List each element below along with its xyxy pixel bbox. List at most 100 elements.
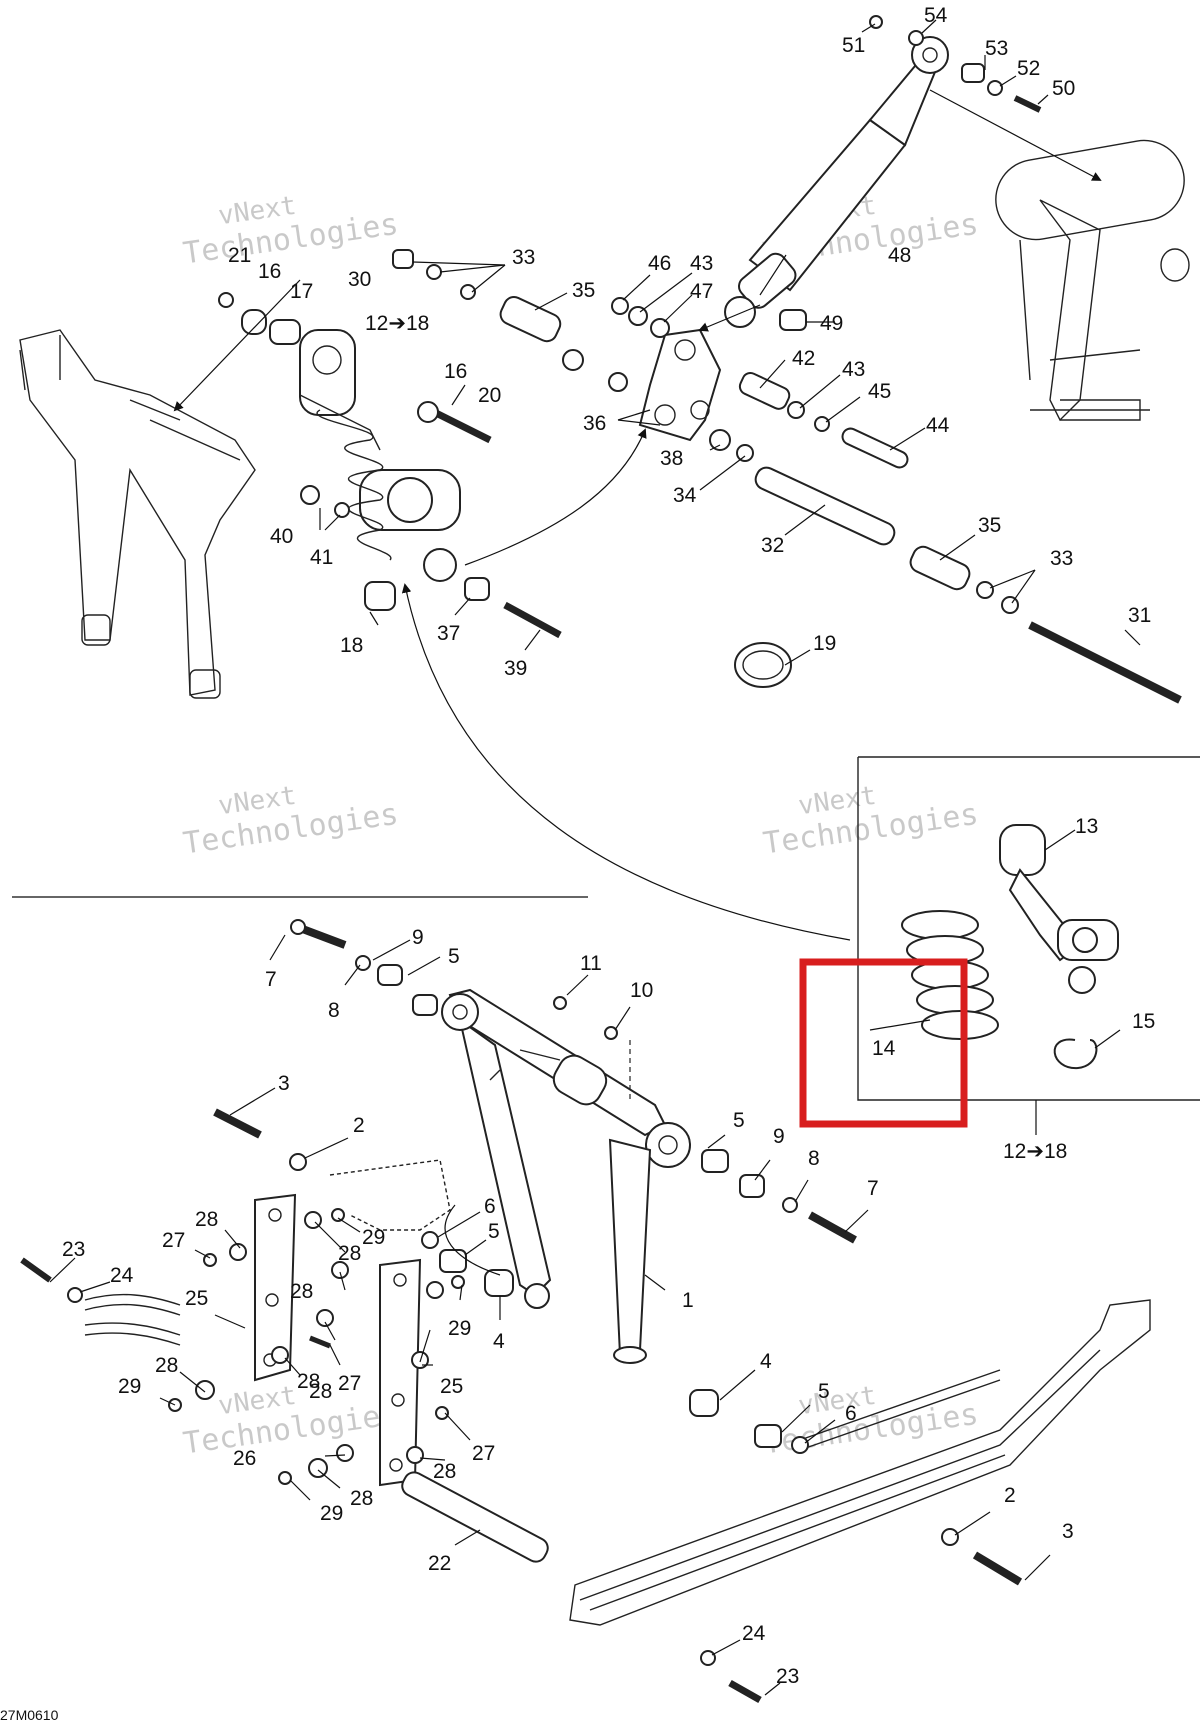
callout-19: 19 — [813, 632, 836, 655]
callout-35: 35 — [978, 514, 1001, 537]
callout-33: 33 — [1050, 547, 1073, 570]
callout-14: 14 — [872, 1037, 896, 1060]
tunnel-outline — [329, 1159, 451, 1231]
skid-rail — [569, 1299, 1151, 1626]
callout-46: 46 — [648, 252, 671, 275]
callout-25: 25 — [185, 1287, 208, 1310]
callout-7: 7 — [265, 968, 277, 991]
callout-44: 44 — [926, 414, 950, 437]
callout-7: 7 — [867, 1177, 879, 1200]
callout-37: 37 — [437, 622, 460, 645]
callout-35: 35 — [572, 279, 595, 302]
callout-31: 31 — [1128, 604, 1151, 627]
bottom-hardware — [20, 919, 1023, 1704]
callout-28: 28 — [350, 1487, 373, 1510]
callout-5: 5 — [818, 1380, 830, 1403]
callout-49: 49 — [820, 312, 843, 335]
callout-29: 29 — [118, 1375, 141, 1398]
callout-53: 53 — [985, 37, 1008, 60]
callout-33: 33 — [512, 246, 535, 269]
callout-inset-12-18: 12➔18 — [1003, 1140, 1067, 1163]
callout-23: 23 — [62, 1238, 85, 1261]
callout-8: 8 — [328, 999, 340, 1022]
watermark: vNext Technologies — [761, 1381, 981, 1462]
assembly-arrows-bottom — [444, 1204, 501, 1276]
callout-3: 3 — [278, 1072, 290, 1095]
callout-29: 29 — [320, 1502, 343, 1525]
callout-21: 21 — [228, 244, 251, 267]
callout-12-18: 12➔18 — [365, 312, 429, 335]
callout-43: 43 — [690, 252, 713, 275]
callout-43: 43 — [842, 358, 865, 381]
top-hardware — [218, 15, 1182, 704]
callout-36: 36 — [583, 412, 606, 435]
spring-14 — [901, 910, 999, 1040]
callout-32: 32 — [761, 534, 784, 557]
callout-2: 2 — [1004, 1484, 1016, 1507]
callout-20: 20 — [478, 384, 501, 407]
watermark: vNext Technologies — [181, 781, 401, 862]
figure-reference-code: 27M0610 — [0, 1707, 59, 1723]
callout-28: 28 — [195, 1208, 218, 1231]
callout-9: 9 — [412, 926, 424, 949]
callout-27: 27 — [338, 1372, 361, 1395]
callout-45: 45 — [868, 380, 891, 403]
callout-5: 5 — [488, 1220, 500, 1243]
callout-28: 28 — [338, 1242, 361, 1265]
callout-9: 9 — [773, 1125, 785, 1148]
callout-34: 34 — [673, 484, 697, 507]
callout-5: 5 — [733, 1109, 745, 1132]
callout-28: 28 — [433, 1460, 456, 1483]
watermark: vNext Technologies — [761, 781, 981, 862]
watermark: vNext Technologies — [181, 191, 401, 272]
callout-16: 16 — [258, 260, 281, 283]
callout-27: 27 — [472, 1442, 495, 1465]
callout-4: 4 — [493, 1330, 505, 1353]
callout-4: 4 — [760, 1350, 772, 1373]
callout-51: 51 — [842, 34, 865, 57]
callout-25: 25 — [440, 1375, 463, 1398]
callout-15: 15 — [1132, 1010, 1155, 1033]
callout-28: 28 — [155, 1354, 178, 1377]
callout-38: 38 — [660, 447, 683, 470]
callout-28: 28 — [309, 1380, 332, 1403]
callout-29: 29 — [448, 1317, 471, 1340]
callout-6: 6 — [484, 1195, 496, 1218]
front-arm-assembly — [441, 988, 691, 1364]
callout-6: 6 — [845, 1402, 857, 1425]
callout-29: 29 — [362, 1226, 385, 1249]
front-arm-frame — [19, 329, 256, 699]
rocker-link — [638, 328, 722, 442]
assembly-arrows-top — [173, 89, 1102, 941]
callout-47: 47 — [690, 280, 713, 303]
callout-leaders — [49, 19, 1141, 1696]
callout-10: 10 — [630, 979, 653, 1002]
callout-28: 28 — [297, 1370, 320, 1393]
callout-48: 48 — [888, 244, 911, 267]
callout-30: 30 — [348, 268, 371, 291]
callout-24: 24 — [110, 1264, 134, 1287]
highlight-box — [799, 958, 968, 1128]
callout-13: 13 — [1075, 815, 1098, 838]
main-shock-with-spring — [299, 329, 461, 582]
callout-26: 26 — [233, 1447, 256, 1470]
callout-50: 50 — [1052, 77, 1075, 100]
callout-22: 22 — [428, 1552, 451, 1575]
callout-17: 17 — [290, 280, 313, 303]
callout-2: 2 — [353, 1114, 365, 1137]
callout-54: 54 — [924, 4, 948, 27]
callout-27: 27 — [162, 1229, 185, 1252]
callout-16: 16 — [444, 360, 467, 383]
upper-shock-absorber — [724, 36, 949, 328]
callout-39: 39 — [504, 657, 527, 680]
callout-3: 3 — [1062, 1520, 1074, 1543]
watermark: vNext Technologies — [181, 1381, 401, 1462]
shock-13 — [999, 824, 1119, 994]
rear-arm-frame — [995, 139, 1190, 422]
callout-28: 28 — [290, 1280, 313, 1303]
callout-8: 8 — [808, 1147, 820, 1170]
callout-11: 11 — [580, 952, 602, 975]
callout-24: 24 — [742, 1622, 766, 1645]
